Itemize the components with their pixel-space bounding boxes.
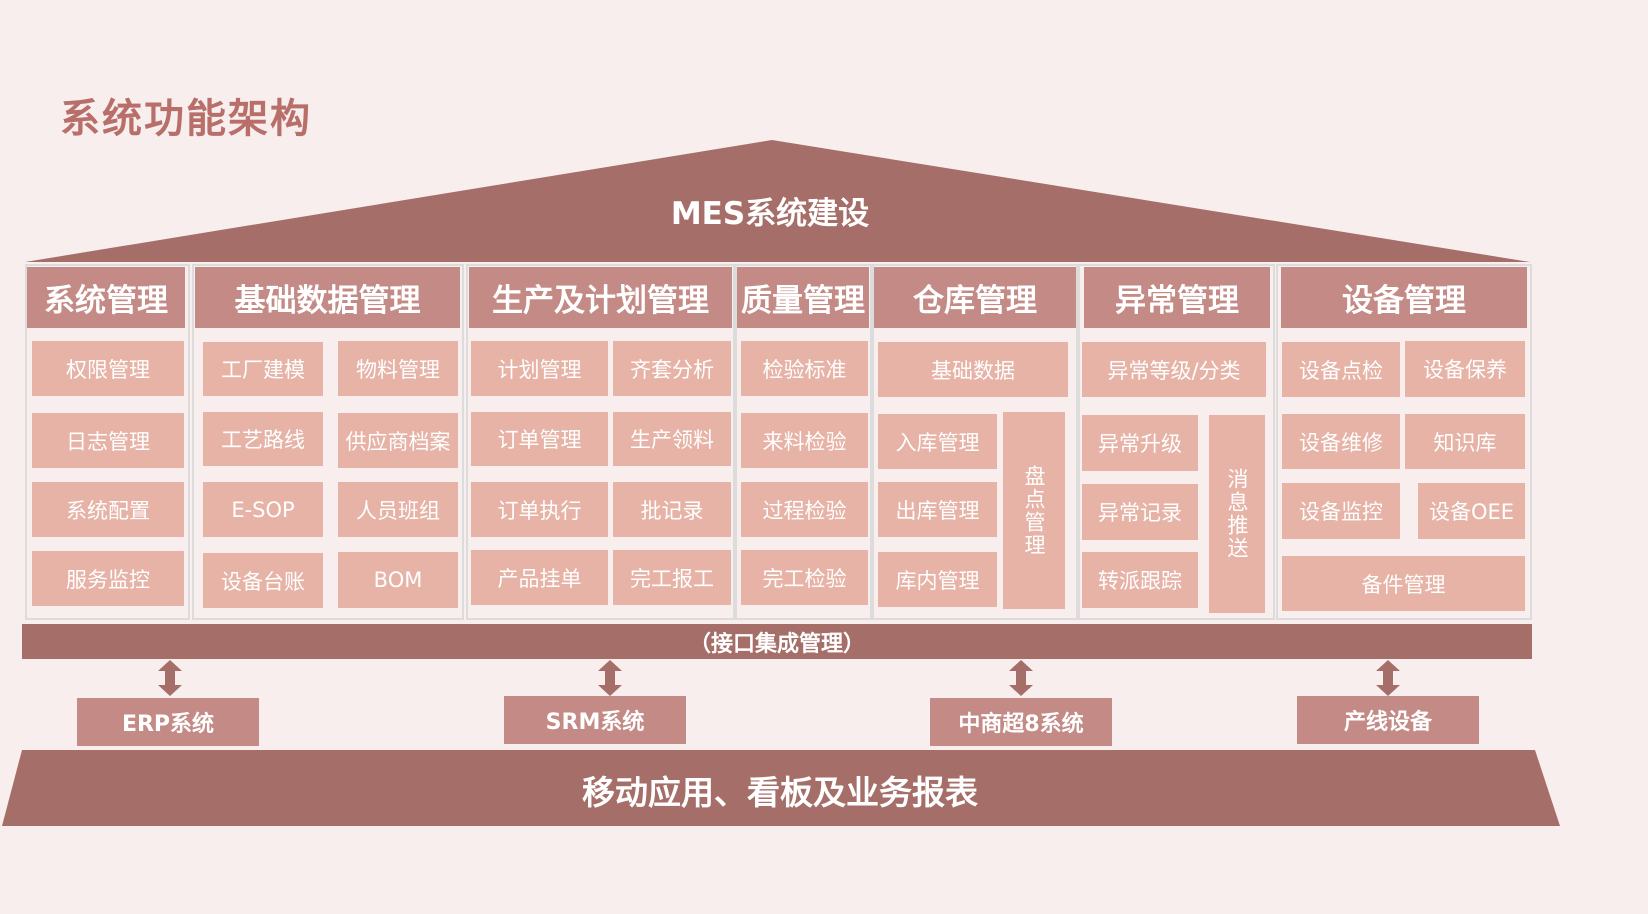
external-system-production-line: 产线设备 [1297, 696, 1479, 744]
module-column [25, 264, 190, 620]
function-cell: 物料管理 [338, 341, 458, 396]
function-cell: 设备监控 [1282, 483, 1400, 539]
function-cell: 设备OEE [1418, 483, 1525, 539]
module-header: 异常管理 [1084, 267, 1270, 328]
module-header: 系统管理 [27, 267, 185, 328]
function-cell: 设备保养 [1405, 341, 1525, 397]
double-arrow-icon [598, 660, 622, 696]
function-cell: 库内管理 [878, 552, 997, 607]
function-cell: 异常升级 [1082, 415, 1198, 471]
function-cell: 生产领料 [613, 412, 731, 466]
double-arrow-icon [1009, 660, 1033, 696]
function-cell: 订单管理 [471, 412, 608, 466]
function-cell-vertical: 消息推送 [1209, 415, 1265, 613]
module-column [192, 264, 464, 620]
module-header: 生产及计划管理 [469, 267, 732, 328]
double-arrow-icon [1376, 660, 1400, 696]
function-cell: 知识库 [1405, 414, 1525, 469]
external-system-srm: SRM系统 [504, 696, 686, 744]
function-cell: 完工报工 [613, 550, 731, 605]
function-cell: 完工检验 [741, 550, 868, 605]
base-label: 移动应用、看板及业务报表 [582, 773, 978, 812]
function-cell: 出库管理 [878, 482, 997, 537]
function-cell: 工艺路线 [203, 412, 323, 466]
external-system-zsc8: 中商超8系统 [930, 698, 1112, 746]
function-cell: 日志管理 [32, 413, 184, 468]
function-cell: 检验标准 [741, 341, 868, 396]
function-cell: 来料检验 [741, 413, 868, 468]
module-header: 设备管理 [1281, 267, 1527, 328]
function-cell: 设备台账 [203, 553, 323, 608]
function-cell: BOM [338, 552, 458, 608]
function-cell: 齐套分析 [613, 341, 731, 396]
module-column [735, 264, 872, 620]
double-arrow-icon [158, 660, 182, 696]
function-cell: 订单执行 [471, 482, 608, 537]
base-shape [2, 750, 1560, 826]
page-title: 系统功能架构 [60, 96, 312, 142]
interface-integration-bar: （接口集成管理） [22, 624, 1532, 659]
function-cell: 人员班组 [338, 482, 458, 537]
function-cell: 工厂建模 [203, 342, 323, 396]
roof-shape [25, 140, 1530, 262]
module-column [1276, 264, 1532, 620]
function-cell: 系统配置 [32, 482, 184, 537]
function-cell-vertical: 盘点管理 [1003, 412, 1065, 609]
function-cell: 过程检验 [741, 482, 868, 537]
module-header: 仓库管理 [874, 267, 1076, 328]
module-column [1078, 264, 1275, 620]
function-cell: 设备点检 [1282, 342, 1400, 397]
external-system-erp: ERP系统 [77, 698, 259, 746]
function-cell: 入库管理 [878, 414, 997, 469]
function-cell: 批记录 [613, 482, 731, 537]
function-cell: 基础数据 [878, 342, 1068, 397]
module-header: 质量管理 [737, 267, 869, 328]
function-cell: 产品挂单 [471, 550, 608, 605]
function-cell: 备件管理 [1282, 556, 1525, 611]
function-cell: 服务监控 [32, 551, 184, 606]
function-cell: E-SOP [203, 482, 323, 537]
function-cell: 异常记录 [1082, 484, 1198, 540]
roof-label: MES系统建设 [670, 196, 870, 232]
function-cell: 计划管理 [471, 341, 608, 396]
module-column [872, 264, 1078, 620]
function-cell: 权限管理 [32, 341, 184, 396]
module-header: 基础数据管理 [195, 267, 460, 328]
function-cell: 设备维修 [1282, 414, 1400, 469]
function-cell: 转派跟踪 [1082, 552, 1198, 608]
module-column [466, 264, 735, 620]
function-cell: 异常等级/分类 [1082, 342, 1266, 397]
function-cell: 供应商档案 [338, 413, 458, 468]
